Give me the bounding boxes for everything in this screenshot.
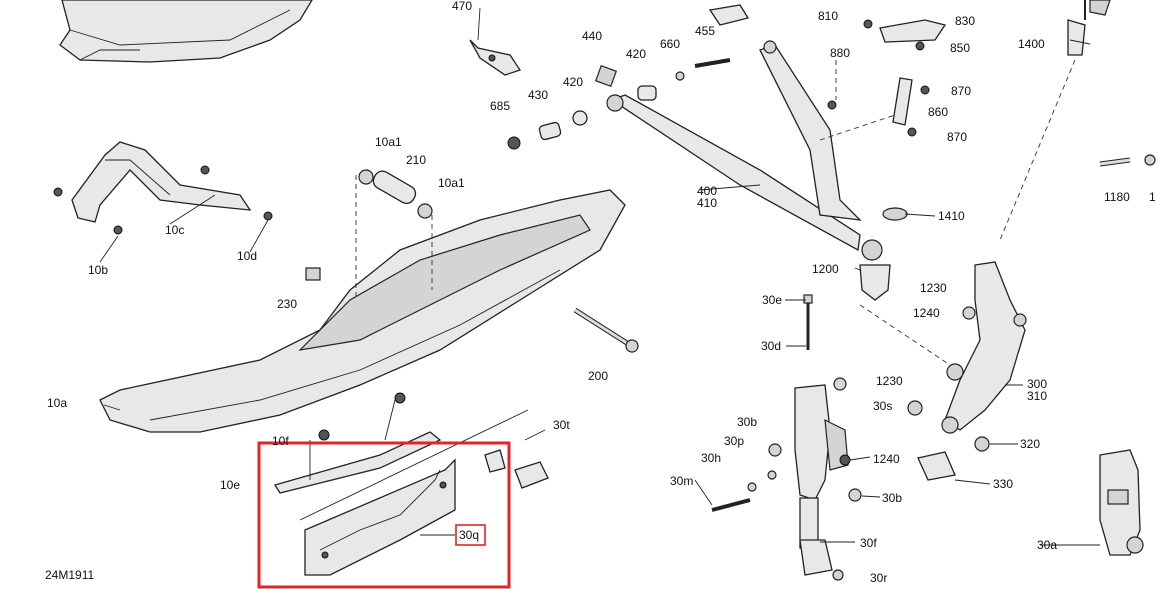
label-420-top: 420 [626,47,647,61]
label-410: 410 [697,196,718,210]
bushing-1240 [962,306,976,320]
ground-line [299,409,529,521]
label-1230-mid: 1230 [876,374,903,388]
hardware-row [507,58,731,150]
label-30s: 30s [873,399,893,413]
label-30b-top: 30b [737,415,758,429]
label-10e: 10e [220,478,241,492]
runner-10e [273,392,442,494]
label-230: 230 [277,297,298,311]
label-420-mid: 420 [563,75,584,89]
screw [53,187,63,197]
screw [263,211,273,221]
label-1410: 1410 [938,209,965,223]
label-30e: 30e [762,293,783,307]
highlight-label-box [455,524,486,546]
bracket-470 [469,39,522,76]
label-470: 470 [452,0,473,13]
nut-230 [305,267,321,281]
label-440: 440 [582,29,603,43]
link-860 [827,77,930,137]
a-arm-400 [606,40,883,261]
leader-lines [99,7,1100,546]
highlight-frame [257,441,511,589]
label-30p: 30p [724,434,745,448]
label-870-bottom: 870 [947,130,968,144]
label-430: 430 [528,88,549,102]
spindle-1200 [859,207,908,301]
dashed-line [819,114,896,141]
label-320: 320 [1020,437,1041,451]
label-810: 810 [818,9,839,23]
ski-10a [99,189,626,433]
bolt-1180 [1099,154,1156,167]
block-30t [484,449,549,489]
bumper-10c [71,141,252,223]
label-30q: 30q [459,528,480,542]
dashed-line [859,304,951,366]
knuckle-300 [941,261,1027,434]
label-10a1-top: 10a1 [375,135,402,149]
label-685: 685 [490,99,511,113]
pin-200 [573,307,639,353]
label-30r: 30r [870,571,888,585]
label-660: 660 [660,37,681,51]
label-830: 830 [955,14,976,28]
label-10c: 10c [165,223,185,237]
label-10a: 10a [47,396,68,410]
hull-part [59,0,313,63]
label-1240: 1240 [913,306,940,320]
label-30f: 30f [860,536,877,550]
label-455: 455 [695,24,716,38]
screw [200,165,210,175]
label-30t: 30t [553,418,570,432]
label-330: 330 [993,477,1014,491]
diagram-code: 24M1911 [45,568,95,582]
label-880: 880 [830,46,851,60]
label-1180: 1180 [1104,190,1130,204]
label-30b-bottom: 30b [882,491,903,505]
label-300: 300 [1027,377,1048,391]
label-870-top: 870 [951,84,972,98]
label-30d: 30d [761,339,782,353]
label-10a1-right: 10a1 [438,176,465,190]
label-400: 400 [697,184,718,198]
shock-1400 [1067,0,1111,56]
label-30h: 30h [701,451,722,465]
label-850: 850 [950,41,971,55]
link-830 [708,4,947,51]
label-200: 200 [588,369,609,383]
label-1200: 1200 [812,262,839,276]
label-30a: 30a [1037,538,1058,552]
bushing-320 [974,436,990,452]
label-860: 860 [928,105,949,119]
spindle-assembly-30 [711,294,862,581]
label-210: 210 [406,153,427,167]
label-1230: 1230 [920,281,947,295]
label-310: 310 [1027,389,1048,403]
bushing-210 [358,169,433,219]
label-10f: 10f [272,434,289,448]
label-10d: 10d [237,249,258,263]
label-30m: 30m [670,474,694,488]
label-1180-cut: 1 [1149,190,1156,204]
label-1400: 1400 [1018,37,1045,51]
label-10b: 10b [88,263,109,277]
dashed-line [999,59,1076,241]
bracket-330 [917,451,956,481]
plate-30q [304,458,456,576]
label-1240-mid: 1240 [873,452,900,466]
spindle-assembly-30a [1099,449,1144,556]
bushing [907,400,923,416]
screw [113,225,123,235]
